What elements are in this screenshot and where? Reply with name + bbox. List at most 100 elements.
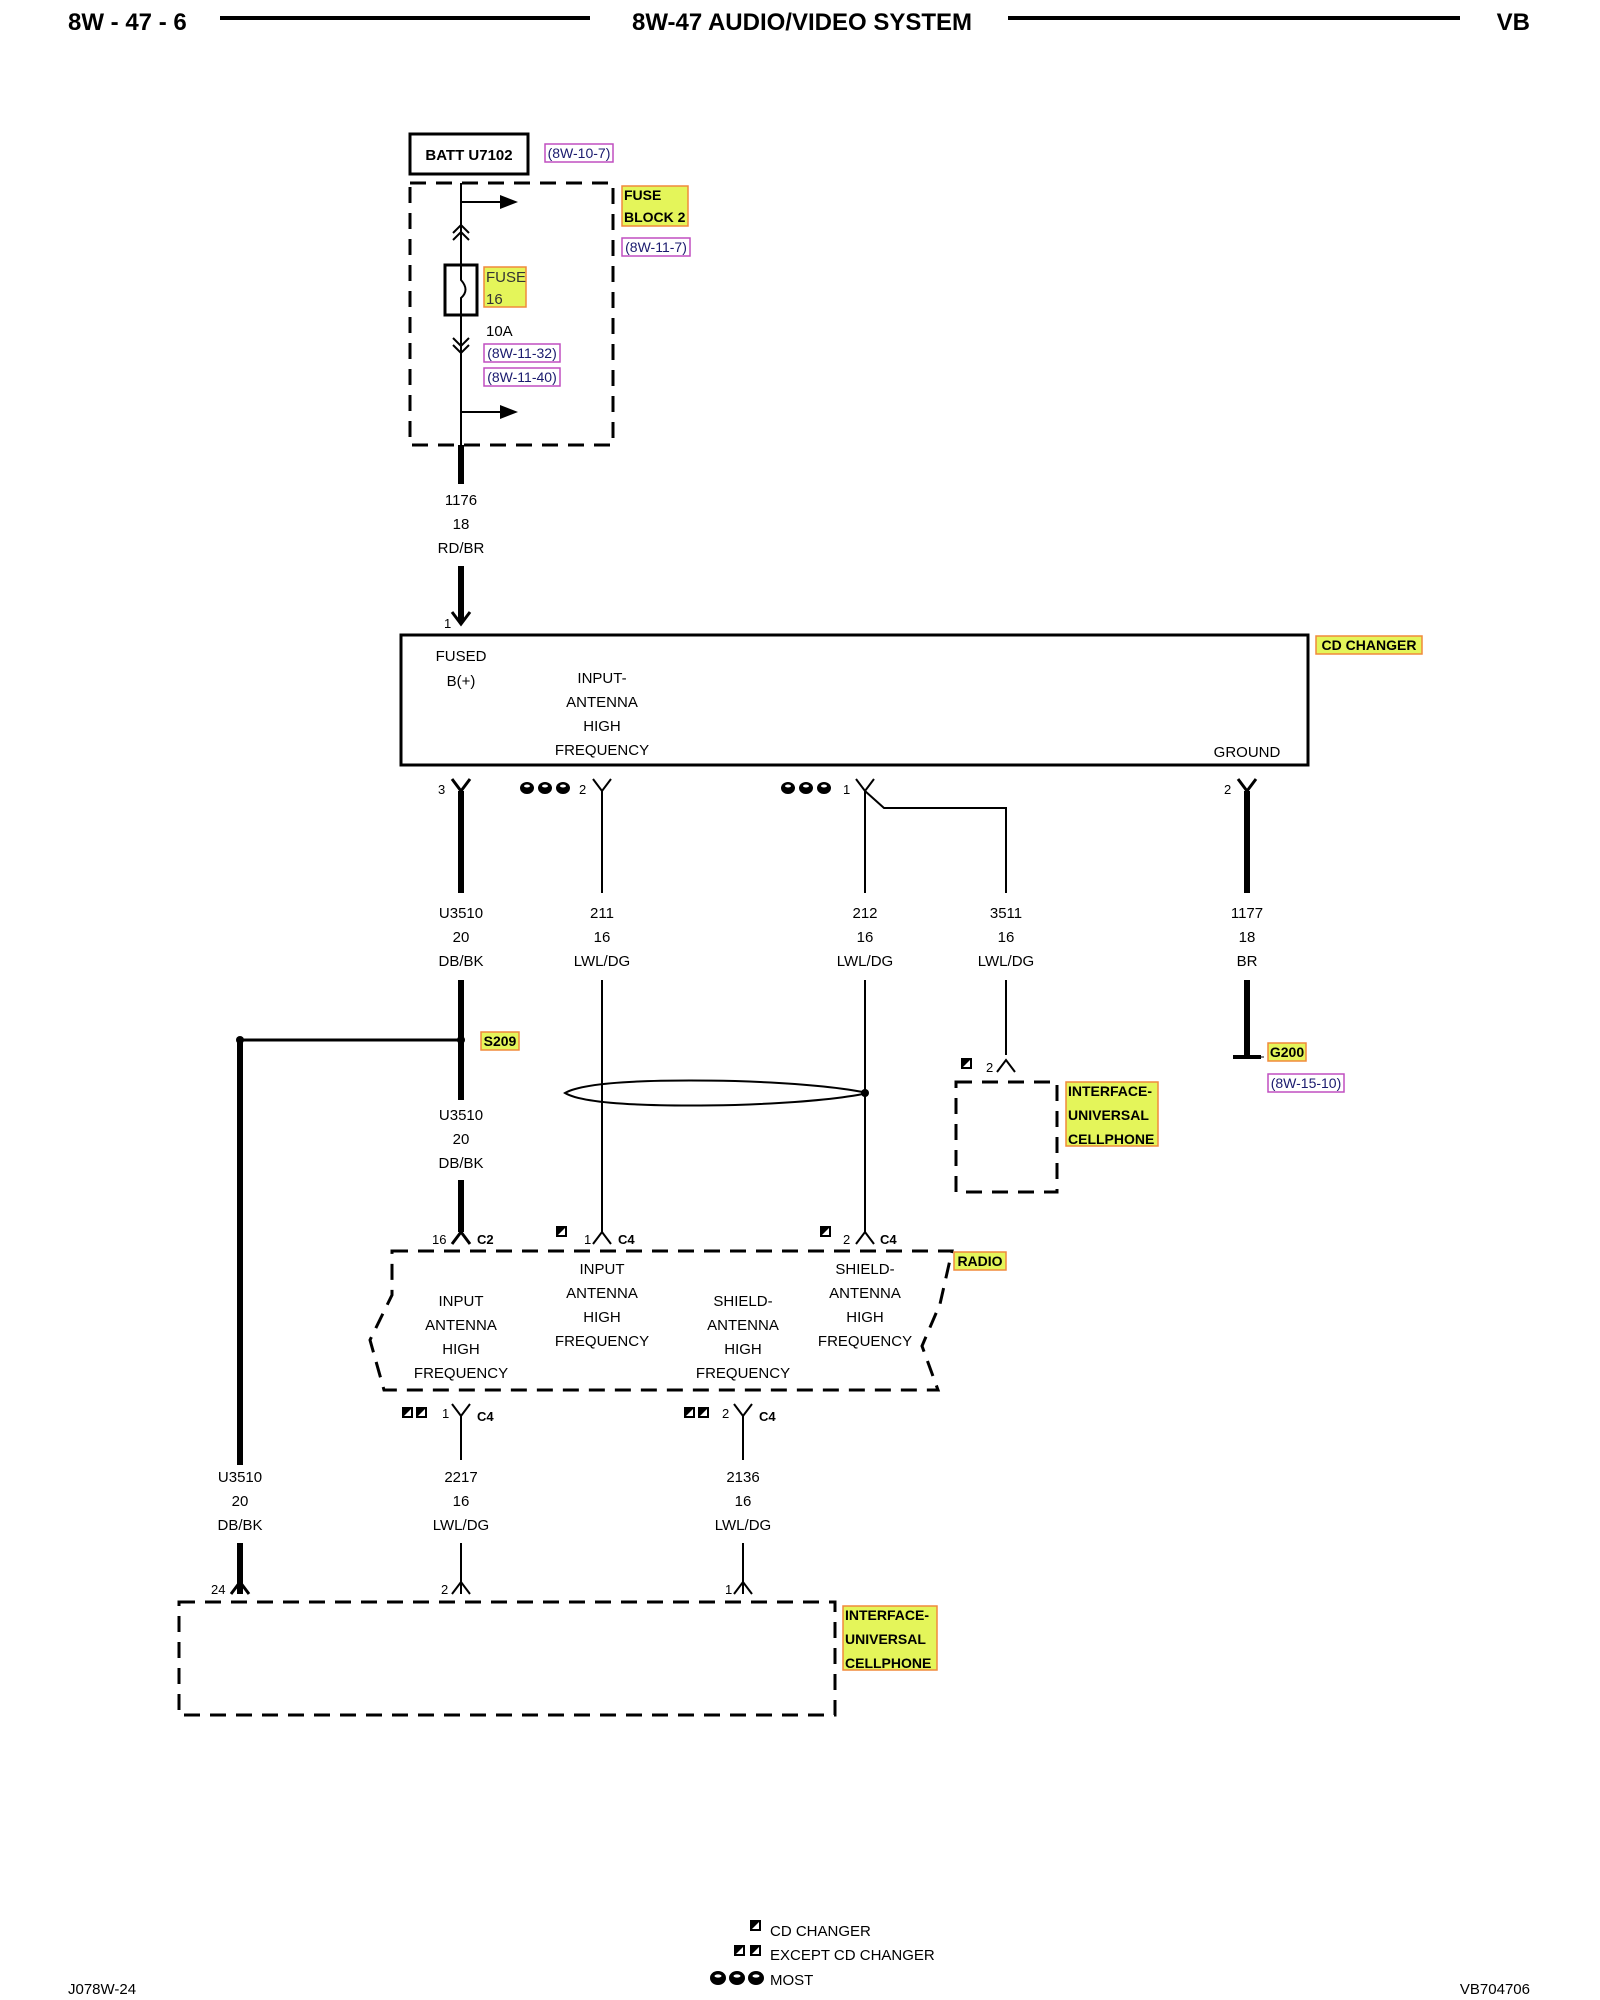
iface-upper-box [954, 1080, 1059, 1194]
iface-upper-label-3: CELLPHONE [1068, 1131, 1154, 1147]
iface-upper-highlight [1065, 1081, 1159, 1147]
wire-2217-color: LWL/DG [433, 1517, 489, 1534]
wire-u3510c-color: DB/BK [217, 1517, 262, 1534]
cd-pin-1b: 1 [843, 782, 850, 797]
wire-2136-gauge: 16 [735, 1493, 752, 1510]
cd-changer-box [399, 633, 1310, 767]
wire-u3510b-gauge: 20 [453, 1131, 470, 1148]
fuse-block-label-2: BLOCK 2 [624, 209, 686, 225]
iface-upper-label-1: INTERFACE- [1068, 1083, 1152, 1099]
wire-2136-color: LWL/DG [715, 1517, 771, 1534]
radio-label: RADIO [957, 1253, 1002, 1269]
iface-lower-box [177, 1600, 837, 1717]
wire-3511-circuit: 3511 [990, 905, 1022, 922]
cd-changer-icon [556, 1226, 567, 1237]
wire-212-gauge: 16 [857, 929, 874, 946]
fuse-ref2-box [483, 367, 561, 387]
cd-pin-3: 3 [438, 782, 445, 797]
iface-bottom-pin-24: 24 [211, 1582, 225, 1597]
fuse-highlight [483, 266, 527, 308]
s209-label: S209 [484, 1033, 517, 1049]
cd-changer-icon [961, 1058, 972, 1069]
fuse-label-2: 16 [486, 291, 503, 308]
arrow-right-icon [500, 195, 518, 209]
most-icon [710, 1971, 764, 1985]
wire-211-gauge: 16 [594, 929, 611, 946]
cd-pin-2a: 2 [579, 782, 586, 797]
iface-bottom-pin-1: 1 [725, 1582, 732, 1597]
connector-c4: C4 [477, 1409, 494, 1424]
legend-cd-changer: CD CHANGER [770, 1923, 871, 1940]
cd-changer-icon [820, 1226, 831, 1237]
wire-212-color: LWL/DG [837, 953, 893, 970]
batt-ref: (8W-10-7) [548, 145, 611, 161]
wire-u3510c-circuit: U3510 [218, 1469, 262, 1486]
shield-drain-dot [861, 1089, 869, 1097]
radio-bottom-pin-2: 2 [722, 1406, 729, 1421]
cd-pin-1: 1 [444, 616, 451, 631]
connector-c4: C4 [880, 1232, 897, 1247]
wire-1177-circuit: 1177 [1231, 905, 1263, 922]
wire-u3510a-gauge: 20 [453, 929, 470, 946]
g200-ref-box [1267, 1073, 1345, 1093]
fuse-block-label-1: FUSE [624, 187, 661, 203]
radio-pin-2: 2 [843, 1232, 850, 1247]
batt-ref-box [544, 143, 614, 163]
fuse-ref1: (8W-11-32) [487, 345, 557, 361]
radio-outline [368, 1249, 954, 1392]
wire-u3510a-circuit: U3510 [439, 905, 483, 922]
batt-label: BATT U7102 [425, 147, 512, 164]
g200-ref: (8W-15-10) [1271, 1075, 1342, 1091]
fuse-block-ref-box [621, 237, 691, 257]
iface-pin-2: 2 [986, 1060, 993, 1075]
connector-c4: C4 [759, 1409, 776, 1424]
except-cd-changer-icon [402, 1407, 427, 1418]
radio-p4-line3: HIGH [846, 1309, 884, 1326]
iface-bottom-pin-2: 2 [441, 1582, 448, 1597]
radio-bottom-pin-1: 1 [442, 1406, 449, 1421]
iface-lower-highlight [842, 1605, 938, 1671]
cd-input-2: ANTENNA [566, 694, 638, 711]
page-title: 8W-47 AUDIO/VIDEO SYSTEM [632, 9, 972, 36]
radio-highlight [953, 1251, 1007, 1271]
most-icon [781, 782, 831, 794]
iface-lower-label-3: CELLPHONE [845, 1655, 931, 1671]
radio-p3-line4: FREQUENCY [696, 1365, 790, 1382]
connector-c4: C4 [618, 1232, 635, 1247]
wire-212-circuit: 212 [852, 905, 877, 922]
fuse-ref1-box [483, 343, 561, 363]
radio-p4-line4: FREQUENCY [818, 1333, 912, 1350]
radio-pin-16: 16 [432, 1232, 446, 1247]
radio-p4-line2: ANTENNA [829, 1285, 901, 1302]
radio-p1-line2: ANTENNA [425, 1317, 497, 1334]
radio-p2-line1: INPUT [580, 1261, 625, 1278]
wire-3511-gauge: 16 [998, 929, 1015, 946]
radio-p2-line4: FREQUENCY [555, 1333, 649, 1350]
wire-2217-gauge: 16 [453, 1493, 470, 1510]
wire-2217-circuit: 2217 [444, 1469, 477, 1486]
cd-input-1: INPUT- [577, 670, 626, 687]
wire-1176-circuit: 1176 [445, 492, 477, 509]
radio-p2-line3: HIGH [583, 1309, 621, 1326]
wire-u3510b-circuit: U3510 [439, 1107, 483, 1124]
footer-left: J078W-24 [68, 1981, 136, 1998]
most-icon [520, 782, 570, 794]
connector-c2: C2 [477, 1232, 494, 1247]
cd-changer-label: CD CHANGER [1322, 637, 1417, 653]
radio-p1-line1: INPUT [439, 1293, 484, 1310]
cd-input-4: FREQUENCY [555, 742, 649, 759]
cd-ground: GROUND [1214, 744, 1281, 761]
iface-lower-label-2: UNIVERSAL [845, 1631, 926, 1647]
batt-box [408, 132, 530, 176]
fuse-rating: 10A [486, 323, 513, 340]
fuse-ref2: (8W-11-40) [487, 369, 557, 385]
page-number: 8W - 47 - 6 [68, 9, 187, 36]
wire-1176-gauge: 18 [453, 516, 470, 533]
radio-p3-line3: HIGH [724, 1341, 762, 1358]
radio-p3-line2: ANTENNA [707, 1317, 779, 1334]
cd-fused-2: B(+) [447, 673, 476, 690]
shield-lens [563, 1079, 869, 1107]
legend-most: MOST [770, 1972, 813, 1989]
cd-fused-1: FUSED [436, 648, 487, 665]
